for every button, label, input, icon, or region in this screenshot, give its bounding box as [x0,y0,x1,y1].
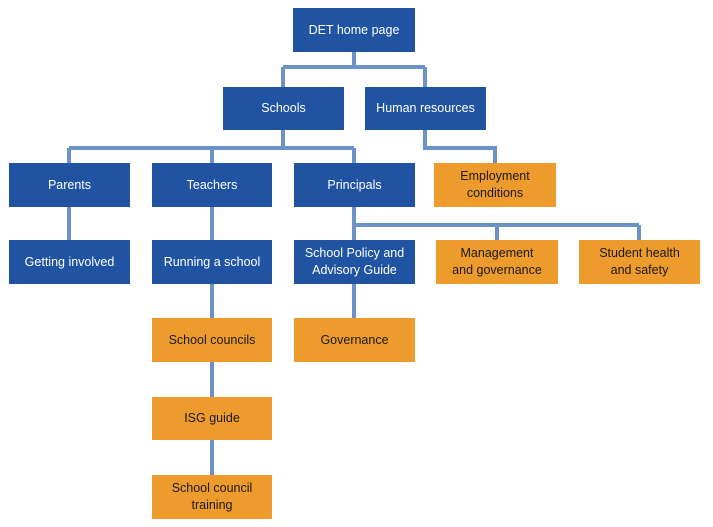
node-isg-guide[interactable]: ISG guide [152,397,272,440]
connector-home-to-level1 [281,52,427,87]
connector-hr-to-employment [423,130,497,163]
node-school-councils[interactable]: School councils [152,318,272,362]
node-human-resources[interactable]: Human resources [365,87,486,130]
node-det-home-page[interactable]: DET home page [293,8,415,52]
node-employment-conditions[interactable]: Employment conditions [434,163,556,207]
node-student-health-and-safety[interactable]: Student health and safety [579,240,700,284]
node-parents[interactable]: Parents [9,163,130,207]
node-running-a-school[interactable]: Running a school [152,240,272,284]
node-teachers[interactable]: Teachers [152,163,272,207]
node-getting-involved[interactable]: Getting involved [9,240,130,284]
connector-schools-to-level2 [67,130,356,163]
node-management-and-governance[interactable]: Management and governance [436,240,558,284]
node-principals[interactable]: Principals [294,163,415,207]
connector-principals-to-children [352,207,641,240]
node-schools[interactable]: Schools [223,87,344,130]
node-school-council-training[interactable]: School council training [152,475,272,519]
node-school-policy-advisory-guide[interactable]: School Policy and Advisory Guide [294,240,415,284]
node-governance[interactable]: Governance [294,318,415,362]
